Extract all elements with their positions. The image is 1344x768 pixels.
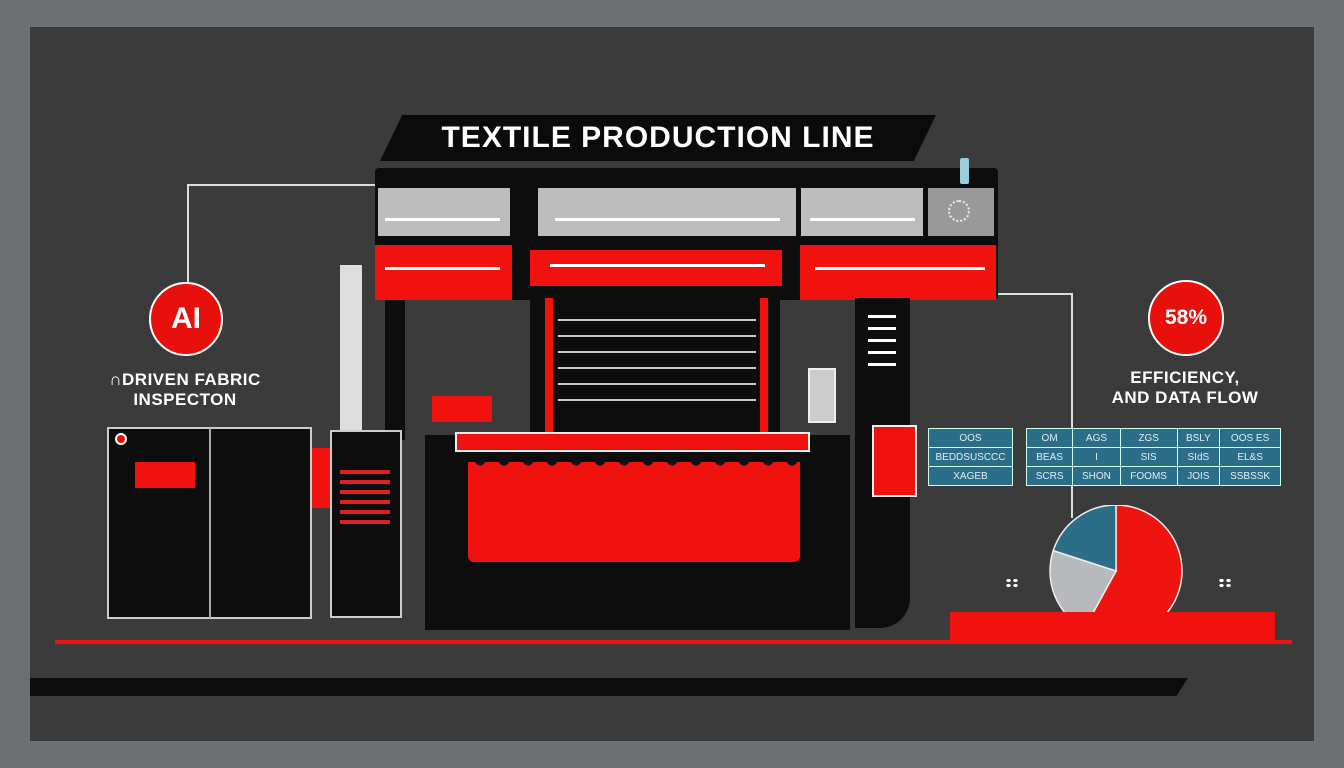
- efficiency-badge: 58%: [1148, 280, 1224, 356]
- table-cell: ZGS: [1119, 428, 1178, 448]
- frame-bar: [760, 298, 768, 433]
- rollers: [558, 305, 756, 415]
- red-panel: [375, 245, 512, 300]
- red-control-box: [872, 425, 917, 497]
- screen-panel: [135, 462, 195, 488]
- gear-icon: [948, 200, 970, 222]
- control-lights: [340, 470, 390, 530]
- ai-badge: AI: [149, 282, 223, 356]
- post: [385, 300, 405, 440]
- pie-slice: [1052, 505, 1117, 573]
- vent: [868, 315, 896, 375]
- table-cell: BEAS: [1025, 447, 1074, 467]
- table-cell: XAGEB: [928, 466, 1013, 486]
- base-platform: [950, 612, 1275, 640]
- table-cell: FOOMS: [1119, 466, 1178, 486]
- label-line: AND DATA FLOW: [1111, 388, 1259, 407]
- stripe: [810, 218, 915, 221]
- label-line: INSPECTON: [133, 390, 237, 409]
- dots-icon: [1218, 578, 1232, 588]
- page-title: TEXTILE PRODUCTION LINE: [380, 115, 936, 161]
- table-cell: BSLY: [1176, 428, 1221, 448]
- connector-block: [310, 448, 332, 508]
- top-panel: [378, 188, 510, 236]
- fabric-bar: [455, 432, 810, 452]
- table-cell: EL&S: [1219, 447, 1281, 467]
- stripe: [385, 218, 500, 221]
- status-table: OOS BEDDSUSCCC XAGEB: [928, 428, 1013, 486]
- efficiency-label: EFFICIENCY, AND DATA FLOW: [1085, 368, 1285, 408]
- ai-label: ∩DRIVEN FABRIC INSPECTON: [75, 370, 295, 410]
- table-cell: OM: [1025, 428, 1074, 448]
- table-cell: SHON: [1072, 466, 1121, 486]
- label-line: EFFICIENCY,: [1130, 368, 1240, 387]
- fabric-roll: [468, 462, 800, 562]
- indicator-light: [960, 158, 969, 184]
- stripe: [385, 267, 500, 270]
- red-panel: [800, 245, 996, 300]
- table-cell: AGS: [1072, 428, 1121, 448]
- table-cell: BEDDSUSCCC: [928, 447, 1013, 467]
- pipe: [340, 265, 362, 435]
- control-display: [808, 368, 836, 423]
- table-cell: I: [1072, 447, 1121, 467]
- base-bar: [30, 678, 1188, 696]
- table-cell: OOS ES: [1219, 428, 1281, 448]
- dots-icon: [1005, 578, 1019, 588]
- table-cell: SIdS: [1176, 447, 1221, 467]
- stripe: [555, 218, 780, 221]
- red-panel: [530, 250, 782, 286]
- floor-line: [55, 640, 1292, 644]
- table-cell: SCRS: [1025, 466, 1074, 486]
- top-panel: [538, 188, 796, 236]
- frame-bar: [545, 298, 553, 433]
- connector-efficiency: [995, 293, 1073, 518]
- top-panel: [801, 188, 923, 236]
- label-line: ∩DRIVEN FABRIC: [109, 370, 261, 389]
- red-indicator: [432, 396, 492, 422]
- teeth: [468, 460, 800, 472]
- table-cell: SSBSSK: [1219, 466, 1281, 486]
- table-cell: OOS: [928, 428, 1013, 448]
- table-cell: JOIS: [1176, 466, 1221, 486]
- status-light: [115, 433, 127, 445]
- stripe: [815, 267, 985, 270]
- stripe: [550, 264, 765, 267]
- table-cell: SIS: [1119, 447, 1178, 467]
- divider: [209, 428, 211, 618]
- connector-ai: [187, 184, 377, 289]
